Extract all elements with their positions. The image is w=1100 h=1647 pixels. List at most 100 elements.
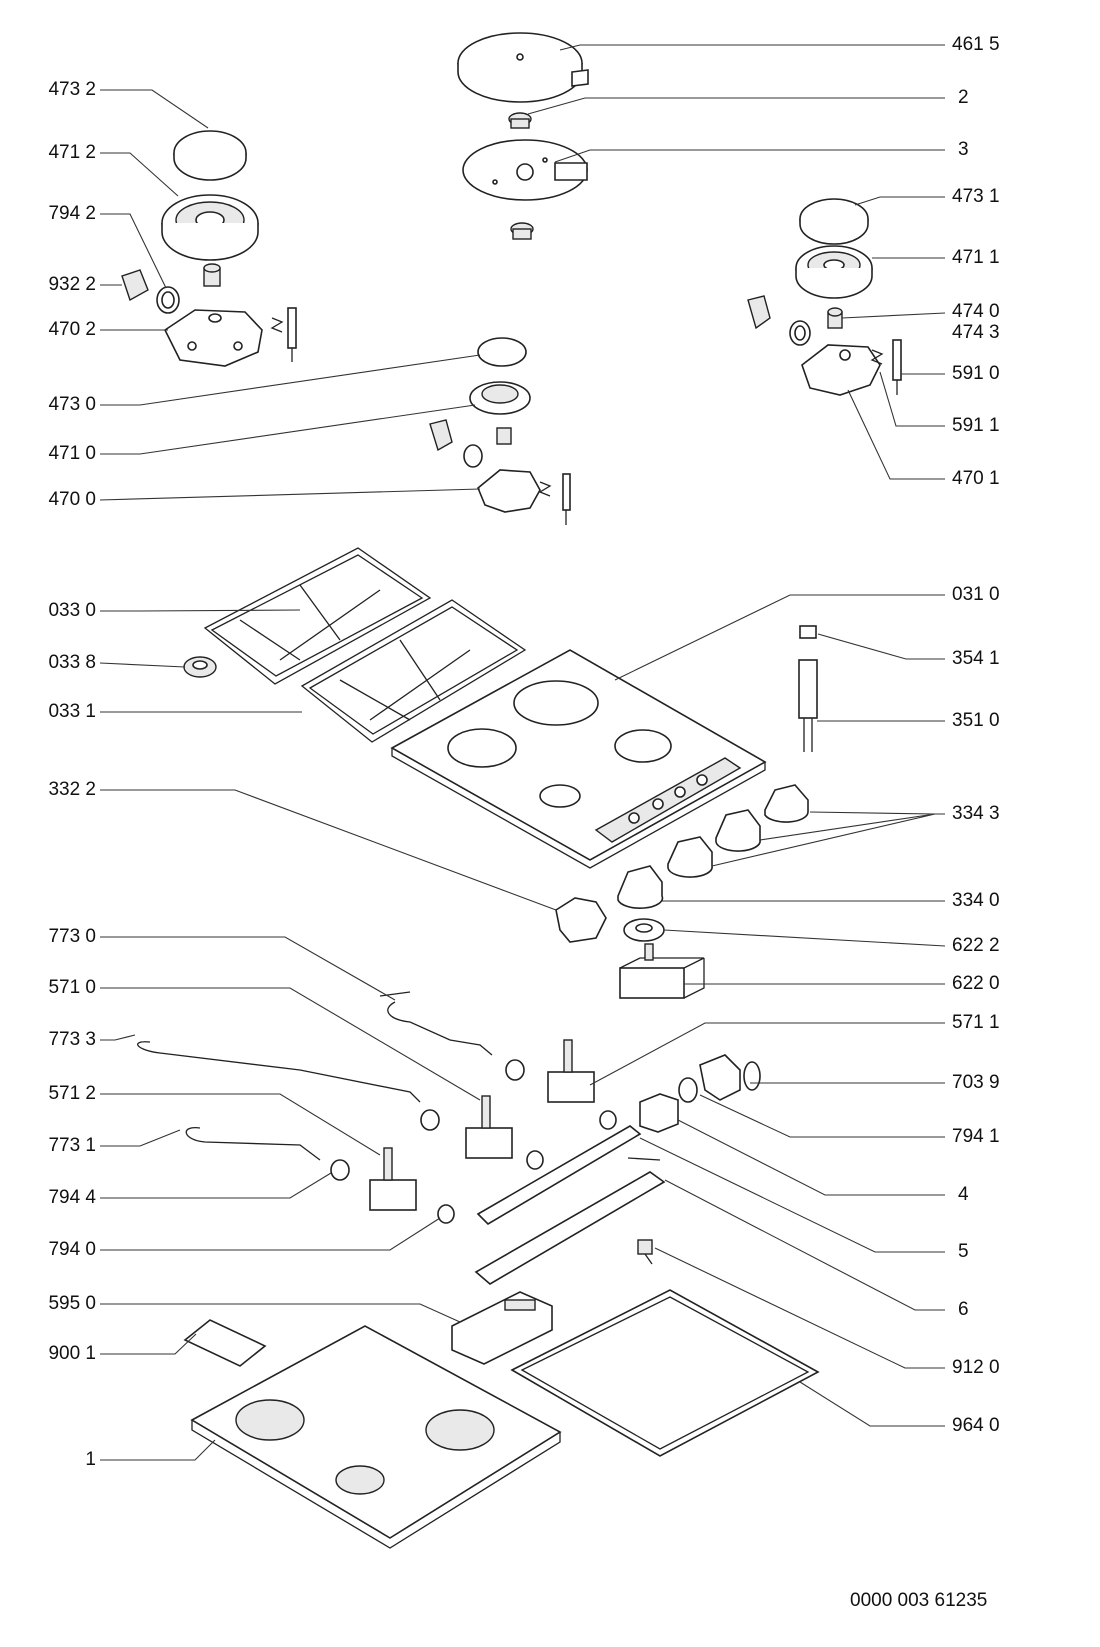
thermocouple-left-part [270,307,297,362]
pan-support-rear-part [203,547,432,685]
callout-932-2: 932 2 [48,274,96,295]
burner-cap-center-part [477,337,527,367]
connector-ring-part [678,1077,698,1103]
injector-left-part [203,263,221,287]
ignition-switch-part [619,943,705,999]
callout-473-0: 473 0 [48,394,96,415]
burner-cap-right-part [799,198,869,245]
gasket-964-0-part [510,1289,820,1457]
callout-571-1: 571 1 [952,1012,1000,1033]
callout-354-1: 354 1 [952,648,1000,669]
callout-031-0: 031 0 [952,584,1000,605]
burner-cap-left-part [173,130,247,181]
callout-964-0: 964 0 [952,1415,1000,1436]
control-knob-4-part [764,784,809,823]
callout-461-5: 461 5 [952,34,1000,55]
gas-tap-571-1-part [547,1039,595,1103]
callout-703-9: 703 9 [952,1072,1000,1093]
leader-lines [99,44,946,1461]
callout-794-0: 794 0 [48,1239,96,1260]
callout-794-2: 794 2 [48,203,96,224]
knob-bezel-part [623,918,665,942]
callout-033-8: 033 8 [48,652,96,673]
callout-473-1: 473 1 [952,186,1000,207]
callout-4: 4 [958,1184,969,1205]
control-knob-1-part [617,865,664,909]
thermocouple-center-part [538,473,571,525]
hotplate-nut-part [508,112,532,129]
callout-334-3: 334 3 [952,803,1000,824]
bracket-900-1-part [183,1319,267,1367]
callout-591-1: 591 1 [952,415,1000,436]
clip-center-part [429,419,453,452]
gas-manifold-part [476,1125,642,1226]
callout-773-1: 773 1 [48,1135,96,1156]
spark-plug-part [798,659,818,752]
pan-support-front-part [300,599,527,743]
electric-hotplate-part [457,32,589,103]
ignition-button-part [555,897,607,943]
callout-773-0: 773 0 [48,926,96,947]
control-knob-2-part [667,836,713,878]
callout-794-4: 794 4 [48,1187,96,1208]
callout-351-0: 351 0 [952,710,1000,731]
callout-591-0: 591 0 [952,363,1000,384]
callout-5: 5 [958,1241,969,1262]
callout-474-0: 474 0 [952,301,1000,322]
seal-ring-center-part [463,444,483,468]
callout-912-0: 912 0 [952,1357,1000,1378]
callout-3: 3 [958,139,969,160]
callout-773-3: 773 3 [48,1029,96,1050]
hob-top-plate-part [390,649,767,869]
hotplate-ring-part [462,139,588,201]
control-knob-3-part [715,809,761,852]
clip-left-part [121,269,149,302]
gas-pipe-773-1-part [185,1127,321,1161]
burner-base-right-part [801,344,881,396]
callout-571-0: 571 0 [48,977,96,998]
pan-support-foot-part [183,656,217,678]
tap-seal-rings-part [330,1059,617,1224]
seal-ring-right-part [789,320,811,346]
callout-033-1: 033 1 [48,701,96,722]
spark-generator-part [451,1291,553,1365]
clip-right-part [747,295,771,330]
document-code: 0000 003 61235 [850,1590,988,1611]
callout-2: 2 [958,87,969,108]
callout-622-0: 622 0 [952,973,1000,994]
callout-471-2: 471 2 [48,142,96,163]
callout-6: 6 [958,1299,969,1320]
hotplate-nut-lower-part [510,222,534,240]
gas-tap-571-0-part [465,1095,513,1159]
callout-794-1: 794 1 [952,1126,1000,1147]
callout-033-0: 033 0 [48,600,96,621]
gas-pipe-773-3-part [137,1041,421,1103]
callout-470-0: 470 0 [48,489,96,510]
callout-334-0: 334 0 [952,890,1000,911]
base-tray-part [190,1325,562,1549]
callout-471-1: 471 1 [952,247,1000,268]
thermocouple-right-part [870,339,902,395]
burner-head-center-part [469,381,531,415]
spark-plug-cap-part [799,625,817,639]
screw-912-0-part [637,1239,653,1265]
burner-head-left-part [161,194,259,261]
gas-pipe-773-0-part [379,991,493,1056]
gas-tap-571-2-part [369,1147,417,1211]
callout-571-2: 571 2 [48,1083,96,1104]
callout-470-2: 470 2 [48,319,96,340]
elbow-connector-part [699,1054,761,1101]
callout-474-3: 474 3 [952,322,1000,343]
nut-4-part [639,1093,679,1133]
callout-332-2: 332 2 [48,779,96,800]
burner-base-left-part [163,309,263,367]
callout-470-1: 470 1 [952,468,1000,489]
seal-ring-left-part [156,286,180,314]
ignition-rail-part [474,1157,666,1285]
callout-1: 1 [85,1449,96,1470]
callout-471-0: 471 0 [48,443,96,464]
injector-center-part [496,427,512,445]
callout-473-2: 473 2 [48,79,96,100]
burner-base-center-part [477,469,541,513]
